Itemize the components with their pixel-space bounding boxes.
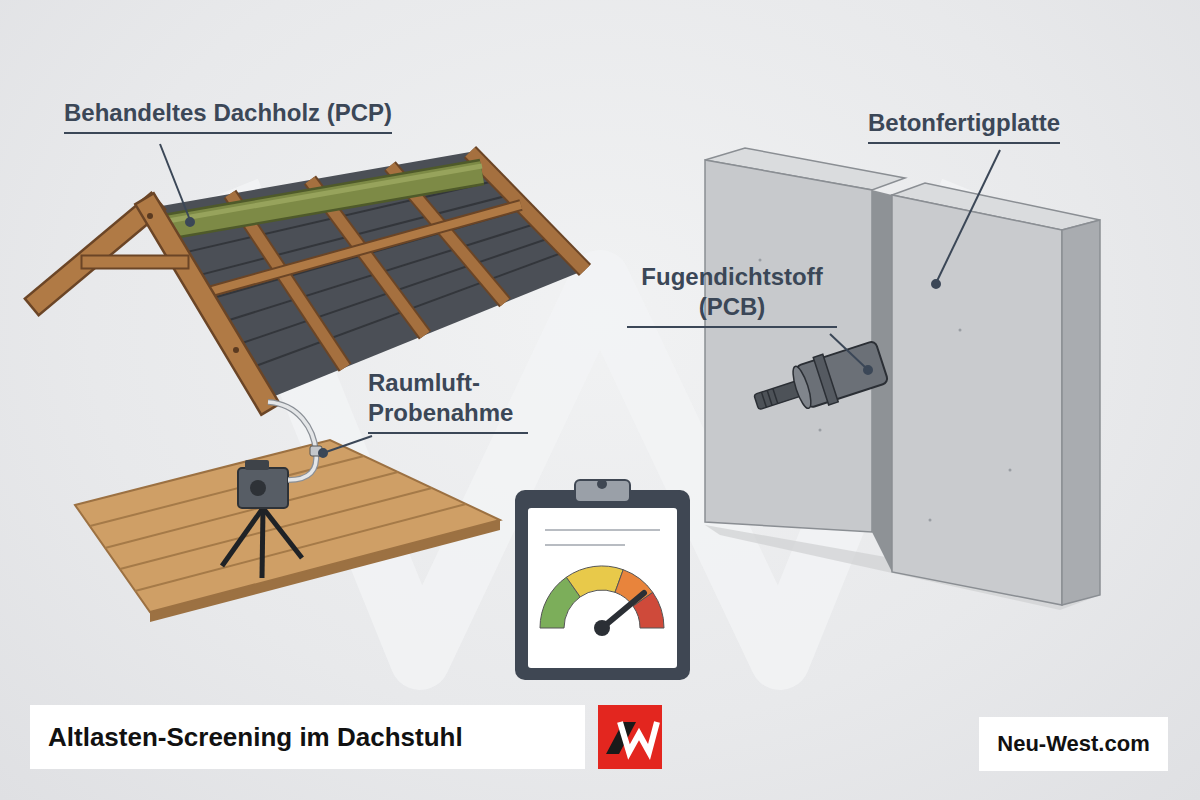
leader-dot xyxy=(932,280,940,288)
plank-line xyxy=(135,504,466,591)
probe-ring xyxy=(813,354,838,405)
concrete-pore xyxy=(819,429,822,432)
leader-line xyxy=(326,436,372,452)
precast-panel xyxy=(705,160,872,532)
precast-panel xyxy=(892,195,1062,605)
concrete-pore xyxy=(1009,469,1012,472)
joint-probe xyxy=(749,338,890,426)
leader-dot xyxy=(864,366,872,374)
concrete-pore xyxy=(929,519,932,522)
probe-thread xyxy=(773,388,778,403)
sampler-top xyxy=(245,460,269,470)
sampler-body xyxy=(238,468,288,508)
probe-thread xyxy=(767,390,772,405)
front-rafter xyxy=(150,208,265,400)
collar-outline xyxy=(88,255,182,270)
callout-label: Fugendichtstoff (PCB) xyxy=(627,262,837,328)
logo-mark xyxy=(620,722,657,752)
clip-hole xyxy=(597,479,607,489)
logo-square xyxy=(598,705,662,769)
leader-line xyxy=(160,144,190,220)
treated-beam-highlight xyxy=(162,166,482,222)
gauge-hub xyxy=(594,620,610,636)
brand-text: Neu-West.com xyxy=(997,730,1149,758)
callout-label: Raumluft- Probenahme xyxy=(368,368,528,434)
plank-line xyxy=(105,472,398,548)
concrete-panels xyxy=(705,148,1100,610)
sampler-lens xyxy=(250,480,266,496)
rafter-outline xyxy=(40,208,150,300)
rafter-outline xyxy=(150,208,265,400)
treated-beam-outline xyxy=(160,172,482,228)
paper-line xyxy=(545,544,625,546)
tripod-leg xyxy=(262,508,263,578)
brand-logo xyxy=(598,705,662,769)
callout-label: Betonfertigplatte xyxy=(868,108,1060,144)
clipboard-clip xyxy=(575,480,630,502)
paper-line xyxy=(545,529,660,531)
clipboard xyxy=(515,479,690,680)
concrete-pore xyxy=(959,329,962,332)
leader-dot xyxy=(186,218,194,226)
roof-plane xyxy=(150,152,585,400)
clipboard-board xyxy=(515,490,690,680)
collar-tie xyxy=(88,257,182,268)
front-rafter xyxy=(40,208,150,300)
gauge-needle xyxy=(602,593,644,628)
leader-line xyxy=(937,150,1000,281)
probe-thread xyxy=(761,392,766,407)
sampling-hose xyxy=(268,402,316,480)
panel-side xyxy=(1062,220,1100,605)
sampling-hose-outline xyxy=(268,402,316,480)
floor-planks xyxy=(90,456,466,591)
leader-line xyxy=(830,334,866,368)
leader-lines xyxy=(160,144,1000,457)
probe-end xyxy=(789,365,814,411)
clipboard-paper xyxy=(528,508,677,668)
bolt xyxy=(233,347,239,353)
floor-platform xyxy=(75,440,500,612)
tripod-leg xyxy=(263,508,302,558)
callout-label: Behandeltes Dachholz (PCP) xyxy=(64,98,392,134)
bolt xyxy=(147,213,153,219)
front-truss xyxy=(40,208,265,400)
leader-dot xyxy=(319,449,327,457)
treated-beam xyxy=(160,172,482,228)
title-banner: Altlasten-Screening im Dachstuhl xyxy=(30,705,585,769)
brand-box: Neu-West.com xyxy=(979,717,1168,771)
air-sampler xyxy=(222,402,322,578)
tripod-leg xyxy=(222,508,263,566)
